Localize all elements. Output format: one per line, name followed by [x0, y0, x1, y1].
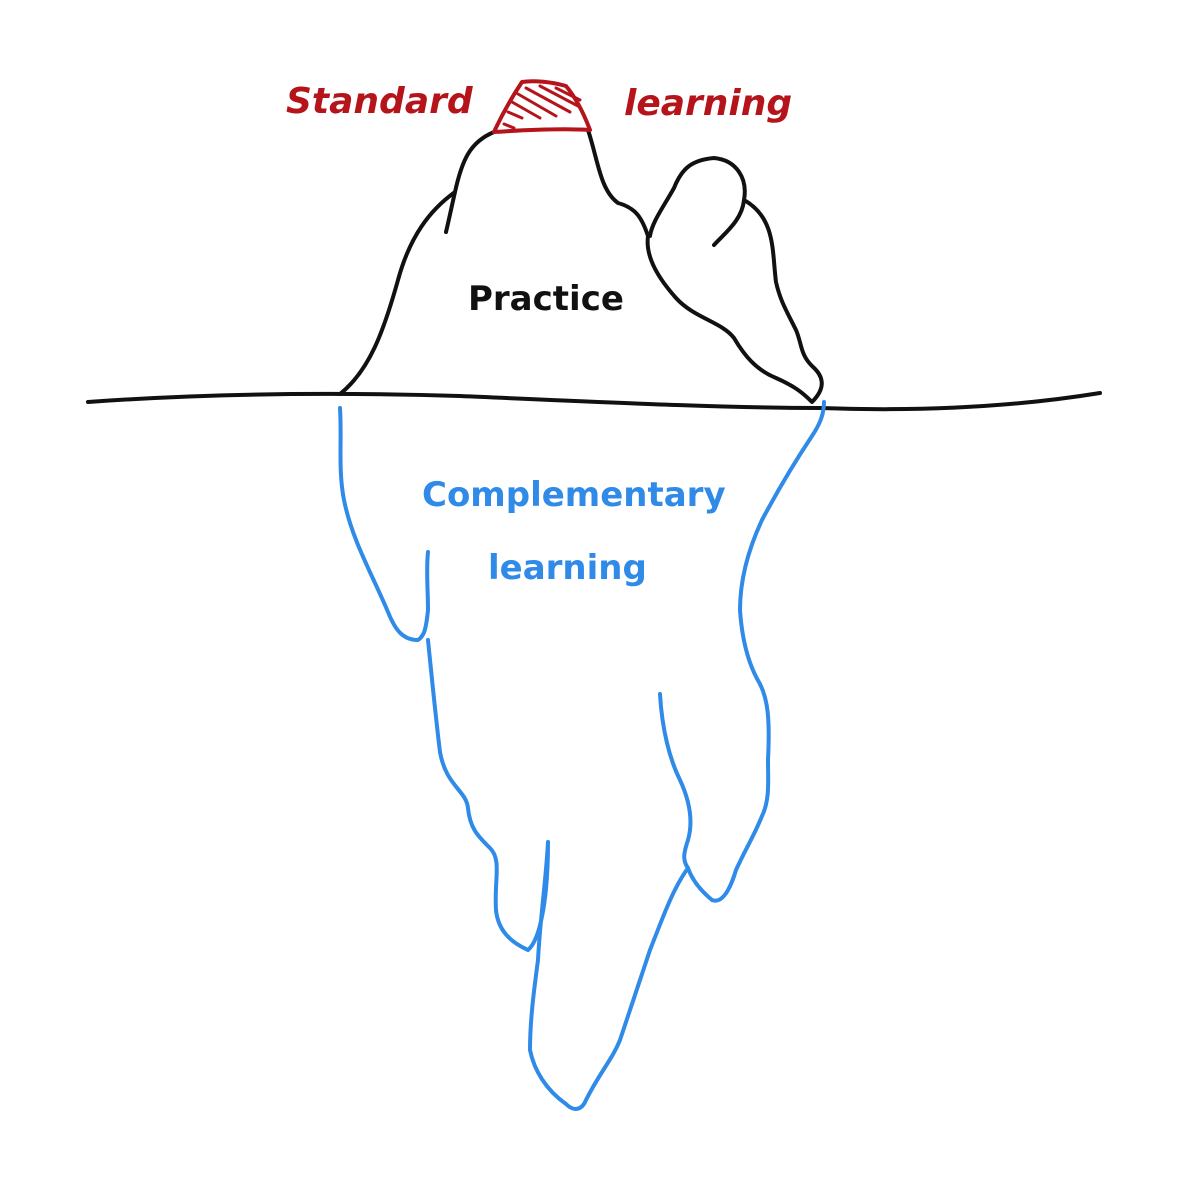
submerged-outline — [338, 400, 826, 1111]
tip-label-left: Standard — [286, 81, 473, 122]
secondary-peak-outline — [645, 156, 824, 404]
tip-label-right: learning — [624, 83, 793, 124]
above-water-label: Practice — [468, 279, 624, 319]
below-water-label-line1: Complementary — [422, 475, 726, 515]
below-water-label-line2: learning — [488, 548, 647, 588]
water-line — [86, 391, 1102, 412]
main-peak-outline — [338, 128, 650, 396]
tip-hatching — [502, 84, 582, 130]
tip-shape — [492, 79, 592, 134]
